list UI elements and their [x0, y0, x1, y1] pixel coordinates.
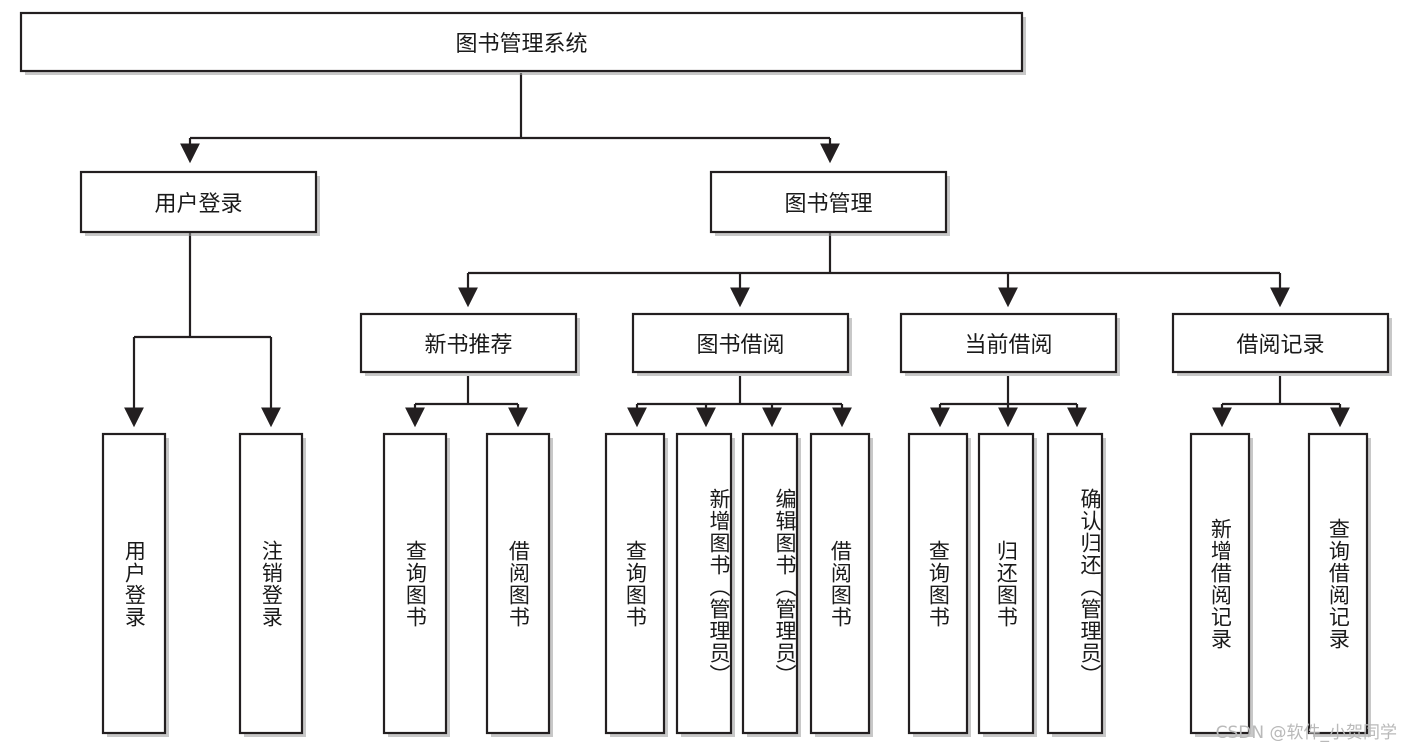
leaf-box-new-book-2[interactable] [485, 432, 551, 735]
connectors-current-borrow [930, 376, 1087, 428]
leaf-box-borrow-record-2[interactable] [1307, 432, 1369, 735]
borrow-record-box[interactable] [1171, 312, 1390, 374]
root-box[interactable] [19, 11, 1024, 73]
leaf-box-borrow-record-1[interactable] [1189, 432, 1251, 735]
leaf-node[interactable] [741, 432, 801, 737]
node-borrow-record[interactable] [1171, 312, 1392, 376]
connectors-book-borrow [627, 376, 852, 428]
leaf-box-current-borrow-1[interactable] [907, 432, 969, 735]
leaf-box-book-borrow-1[interactable] [604, 432, 666, 735]
leaf-box-current-borrow-2[interactable] [977, 432, 1035, 735]
leaf-node[interactable] [101, 432, 169, 737]
leaf-node[interactable] [238, 432, 306, 737]
node-book-borrow[interactable] [631, 312, 852, 376]
leaf-node[interactable] [809, 432, 873, 737]
leaf-box-book-borrow-4[interactable] [809, 432, 871, 735]
book-manage-box[interactable] [709, 170, 948, 234]
leaf-box-user-login-2[interactable] [238, 432, 304, 735]
leaf-node[interactable] [485, 432, 553, 737]
new-book-box[interactable] [359, 312, 578, 374]
connectors-user-login [124, 233, 281, 428]
leaf-box-new-book-1[interactable] [382, 432, 448, 735]
leaf-box-book-borrow-2[interactable] [675, 432, 733, 735]
user-login-box[interactable] [79, 170, 318, 234]
node-current-borrow[interactable] [899, 312, 1120, 376]
connectors-root [180, 73, 840, 164]
current-borrow-box[interactable] [899, 312, 1118, 374]
leaf-node[interactable] [1189, 432, 1253, 737]
book-borrow-box[interactable] [631, 312, 850, 374]
leaf-node[interactable] [1046, 432, 1106, 737]
leaf-box-user-login-1[interactable] [101, 432, 167, 735]
leaf-node[interactable] [1307, 432, 1371, 737]
leaf-box-book-borrow-3[interactable] [741, 432, 799, 735]
leaf-node[interactable] [604, 432, 668, 737]
connectors-new-book [405, 376, 528, 428]
connectors-book-manage [458, 233, 1290, 308]
node-root[interactable] [19, 11, 1026, 75]
node-new-book[interactable] [359, 312, 580, 376]
leaf-node[interactable] [675, 432, 735, 737]
leaf-node[interactable] [977, 432, 1037, 737]
node-user-login[interactable] [79, 170, 320, 236]
leaf-node[interactable] [907, 432, 971, 737]
node-book-manage[interactable] [709, 170, 950, 236]
connectors-borrow-record [1212, 376, 1350, 428]
leaf-box-current-borrow-3[interactable] [1046, 432, 1104, 735]
leaf-node[interactable] [382, 432, 450, 737]
